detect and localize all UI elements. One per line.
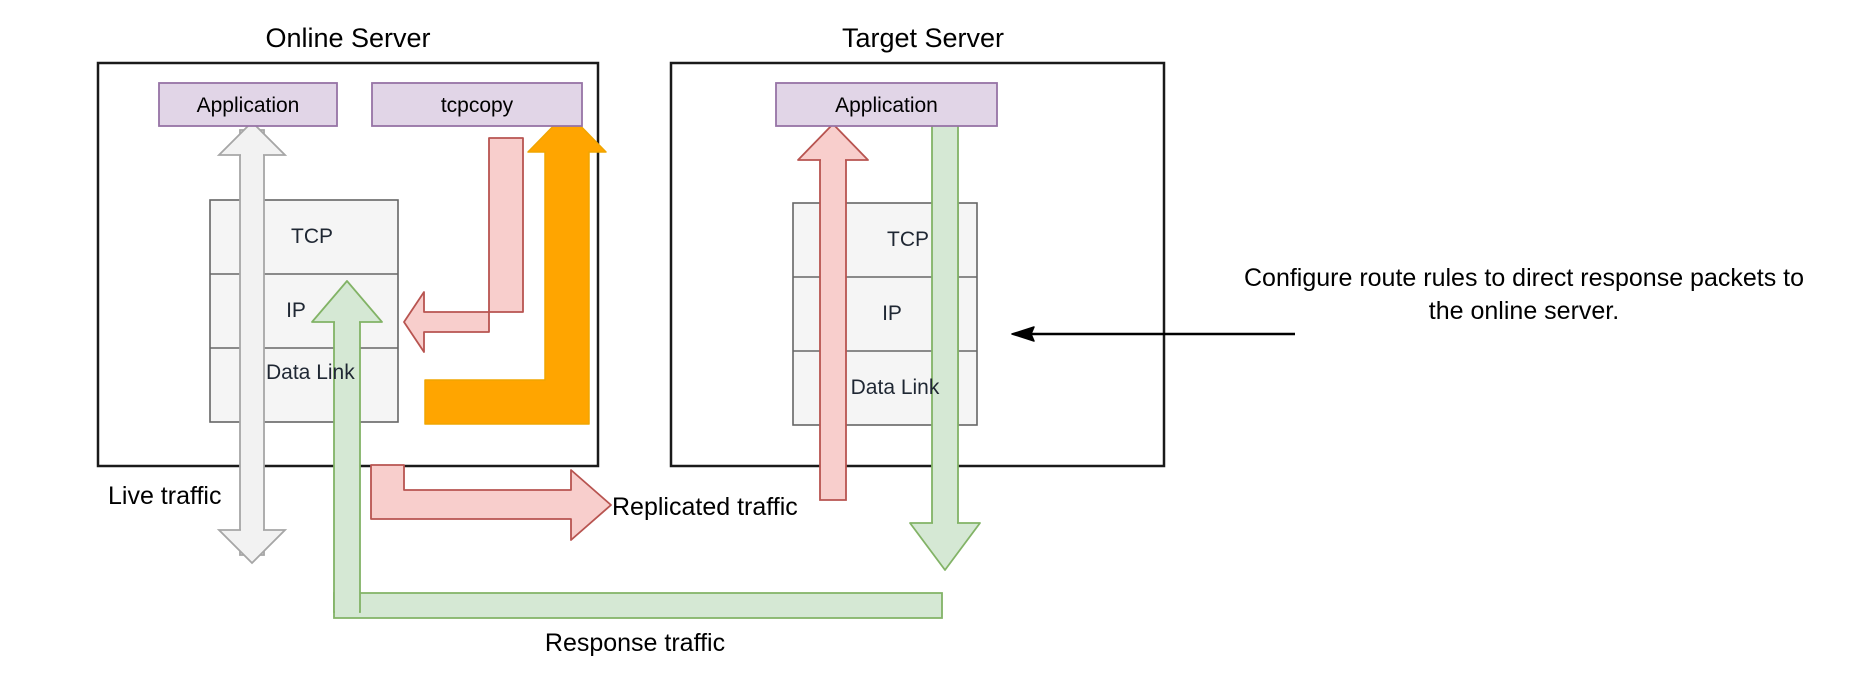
target-application-label: Application <box>835 94 938 117</box>
response-bottom-band <box>333 592 943 619</box>
orange-capture-arrow <box>424 111 607 425</box>
live-traffic-label: Live traffic <box>108 482 222 510</box>
target-application-box[interactable] <box>775 82 998 127</box>
route-note-arrowhead <box>1011 326 1035 342</box>
target-inbound-seam <box>821 155 845 164</box>
online-application-label: Application <box>196 94 300 117</box>
response-down-segment <box>931 123 959 525</box>
target-inbound-arrow <box>819 144 847 501</box>
online-server-title: Online Server <box>265 23 431 53</box>
online-layer-tcp: TCP <box>291 225 333 248</box>
target-layer-data-link: Data Link <box>850 376 940 399</box>
response-corner-seam <box>335 594 359 617</box>
target-layer-tcp: TCP <box>887 228 929 251</box>
response-down-arrowhead <box>909 522 981 571</box>
replicated-traffic-arrow <box>370 464 612 541</box>
route-note-label: Configure route rules to direct response… <box>1243 264 1805 325</box>
online-layer-data-link: Data Link <box>266 361 355 384</box>
response-up-seam <box>335 316 359 326</box>
response-down-seam <box>933 515 957 525</box>
tcpcopy-to-tcp-arrow <box>403 137 524 353</box>
tcpcopy-label: tcpcopy <box>440 94 514 117</box>
live-traffic-seam-top <box>241 150 263 158</box>
tcpcopy-box[interactable] <box>371 82 583 127</box>
online-layer-ip: IP <box>286 299 306 322</box>
live-traffic-seam-bottom <box>241 528 263 536</box>
target-stack-right-col <box>957 202 978 426</box>
target-layer-ip: IP <box>882 302 902 325</box>
response-traffic-label: Response traffic <box>544 629 726 657</box>
target-server-title: Target Server <box>841 23 1005 53</box>
online-application-box[interactable] <box>158 82 338 127</box>
replicated-traffic-label: Replicated traffic <box>612 493 798 521</box>
